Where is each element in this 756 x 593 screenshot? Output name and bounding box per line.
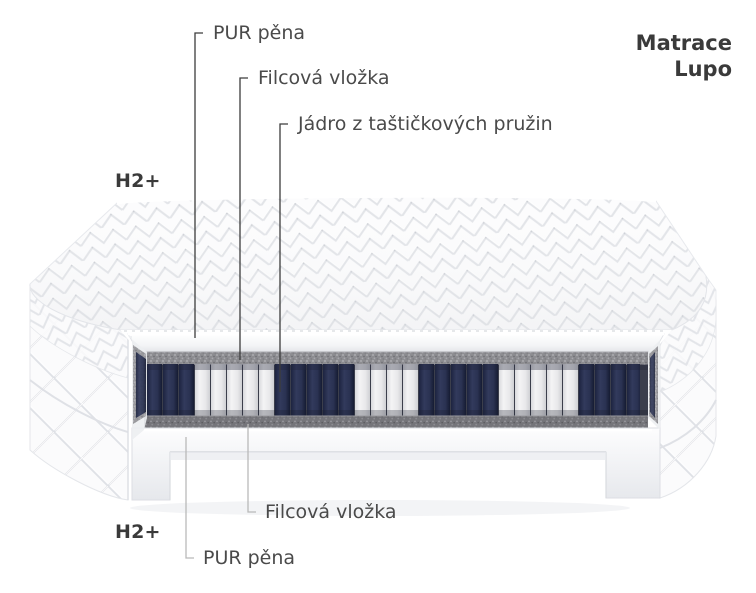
callout-label-spring-core: Jádro z taštičkových pružin	[298, 113, 553, 135]
layer-pur-foam-top	[120, 330, 672, 356]
firmness-label-top: H2+	[115, 170, 161, 192]
layer-pocket-spring-core	[144, 364, 648, 418]
layer-felt-top	[140, 351, 652, 367]
product-title: Matrace Lupo	[636, 30, 732, 82]
layer-felt-bottom	[144, 415, 648, 430]
callout-leader-lines-bottom	[185, 424, 256, 559]
product-title-line2: Lupo	[674, 57, 732, 81]
callout-label-pur-foam-top: PUR pěna	[213, 22, 306, 44]
callout-label-felt-bottom: Filcová vložka	[265, 501, 397, 523]
leader-felt-top	[239, 77, 248, 360]
callout-label-felt-top: Filcová vložka	[258, 67, 390, 89]
leader-pur-foam-top	[194, 32, 203, 338]
callout-leader-lines	[194, 32, 288, 392]
product-title-line1: Matrace	[635, 31, 732, 55]
cut-face-left-interior	[128, 336, 147, 440]
spring-row	[147, 364, 640, 417]
firmness-label-bottom: H2+	[115, 521, 161, 543]
leader-felt-bottom	[247, 424, 256, 513]
mattress-top-cover	[29, 194, 708, 331]
leader-spring-core	[279, 123, 288, 392]
callout-label-pur-foam-bottom: PUR pěna	[203, 547, 296, 569]
cut-face-right-interior	[648, 340, 660, 430]
layer-pur-foam-bottom	[131, 427, 661, 501]
leader-pur-foam-bottom	[185, 437, 194, 559]
